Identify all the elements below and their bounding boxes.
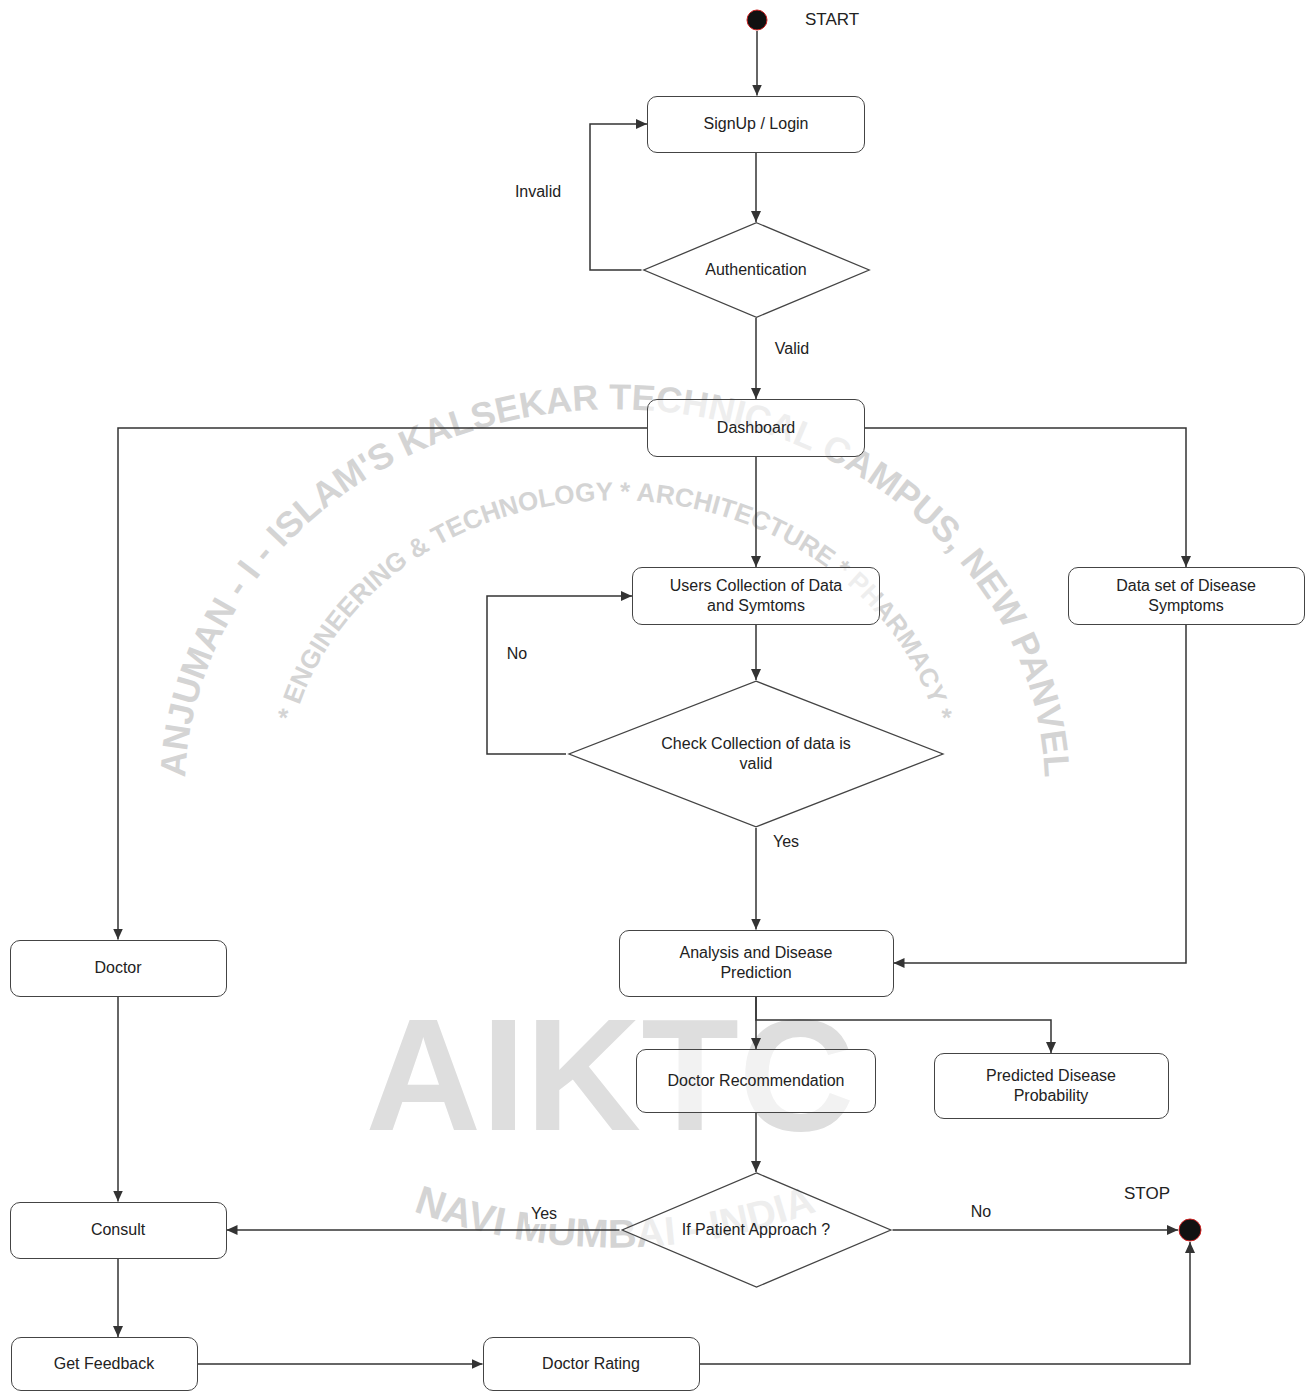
decision-text: If Patient Approach ? — [682, 1220, 831, 1240]
terminal-dot — [1178, 1218, 1202, 1242]
flow-arrow — [590, 124, 647, 270]
flow-arrow — [865, 428, 1186, 567]
terminal-label: STOP — [1124, 1184, 1170, 1204]
edge-label: Valid — [772, 339, 812, 359]
flow-arrow — [756, 997, 1051, 1054]
process-box: Consult — [10, 1202, 227, 1259]
box-text: Doctor Recommendation — [668, 1071, 845, 1091]
terminal-dot — [747, 10, 767, 30]
flow-arrow — [487, 596, 632, 754]
diamond-outline — [643, 223, 868, 317]
box-text: Consult — [91, 1220, 145, 1240]
terminal-label: START — [805, 10, 859, 30]
process-box: Get Feedback — [11, 1337, 198, 1391]
edge-label: No — [504, 644, 530, 664]
box-text: Analysis and Disease Prediction — [654, 943, 859, 983]
text-stack: Consult — [91, 1220, 145, 1240]
terminal-node: STOP — [1120, 1180, 1210, 1244]
process-box: Predicted Disease Probability — [934, 1053, 1169, 1119]
diamond-outline — [566, 680, 946, 828]
box-text: Doctor Rating — [542, 1354, 640, 1374]
box-text: Doctor — [94, 958, 141, 978]
flow-arrow — [118, 428, 647, 940]
decision-diamond: Authentication — [642, 222, 871, 318]
flow-arrow — [755, 1113, 757, 1172]
box-text: Dashboard — [717, 418, 795, 438]
flow-arrow — [894, 625, 1187, 963]
decision-text: Check Collection of data is valid — [661, 734, 851, 774]
box-text: Get Feedback — [54, 1354, 155, 1374]
text-stack: Predicted Disease Probability — [971, 1066, 1131, 1106]
text-stack: Data set of Disease Symptoms — [1099, 576, 1274, 616]
text-stack: Doctor — [94, 958, 141, 978]
edge-label: No — [968, 1202, 994, 1222]
watermark-inner-text: * ENGINEERING & TECHNOLOGY * ARCHITECTUR… — [271, 476, 959, 724]
box-text: Predicted Disease Probability — [971, 1066, 1131, 1106]
process-box: Doctor Rating — [483, 1337, 700, 1391]
box-text: SignUp / Login — [704, 114, 809, 134]
decision-diamond: Check Collection of data is valid — [566, 680, 946, 828]
flow-arrow — [117, 1259, 119, 1338]
flow-arrow — [227, 1229, 620, 1231]
flow-arrow — [756, 31, 758, 96]
flow-arrow — [755, 153, 757, 223]
text-stack: Check Collection of data is valid — [661, 734, 851, 774]
watermark-ring-text: ANJUMAN - I - ISLAM'S KALSEKAR TECHNICAL… — [152, 376, 1078, 778]
text-stack: Doctor Rating — [542, 1354, 640, 1374]
text-stack: Get Feedback — [54, 1354, 155, 1374]
terminal-dot — [746, 9, 768, 31]
process-box: Analysis and Disease Prediction — [619, 930, 894, 997]
process-box: Dashboard — [647, 399, 865, 457]
flow-arrow — [893, 1229, 1179, 1231]
decision-text: Authentication — [705, 260, 806, 280]
text-stack: SignUp / Login — [704, 114, 809, 134]
text-stack: Dashboard — [717, 418, 795, 438]
flow-arrow — [198, 1363, 483, 1365]
text-stack: Analysis and Disease Prediction — [654, 943, 859, 983]
text-stack: Authentication — [705, 260, 806, 280]
flow-arrow — [755, 457, 757, 567]
text-stack: Doctor Recommendation — [668, 1071, 845, 1091]
watermark-inner-text: * ENGINEERING & TECHNOLOGY * ARCHITECTUR… — [271, 476, 959, 724]
process-box: Users Collection of Data and Symtoms — [632, 567, 880, 625]
box-text: Users Collection of Data and Symtoms — [659, 576, 854, 616]
edge-label: Yes — [528, 1204, 560, 1224]
text-stack: If Patient Approach ? — [682, 1220, 831, 1240]
box-text: Data set of Disease Symptoms — [1099, 576, 1274, 616]
flow-arrow — [755, 828, 757, 930]
process-box: Doctor — [10, 940, 227, 997]
edge-label: Yes — [770, 832, 802, 852]
decision-diamond: If Patient Approach ? — [620, 1172, 893, 1288]
flow-arrow — [117, 997, 119, 1202]
process-box: Doctor Recommendation — [636, 1049, 876, 1113]
watermark-ring-text: ANJUMAN - I - ISLAM'S KALSEKAR TECHNICAL… — [152, 376, 1078, 778]
terminal-node: START — [740, 2, 910, 38]
process-box: SignUp / Login — [647, 96, 865, 153]
watermark-logo: AIKTC — [366, 985, 855, 1164]
edge-label: Invalid — [512, 182, 564, 202]
flow-arrow — [755, 318, 757, 399]
diamond-outline — [622, 1173, 891, 1287]
flow-arrow — [755, 625, 757, 680]
text-stack: Users Collection of Data and Symtoms — [659, 576, 854, 616]
terminal-dot — [1179, 1219, 1201, 1241]
diamond-outline — [569, 681, 943, 827]
process-box: Data set of Disease Symptoms — [1068, 567, 1305, 625]
